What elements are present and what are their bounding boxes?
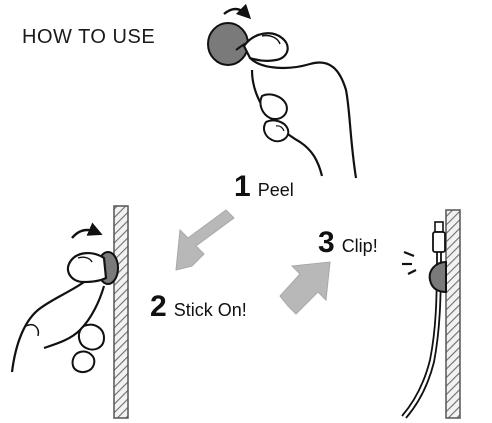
step-1-peel: 1 Peel <box>234 170 294 204</box>
cable-plug-icon <box>434 221 444 233</box>
peel-motion-arrow <box>223 3 252 20</box>
stick-hand-illustration <box>10 205 129 419</box>
stick-motion-arrow <box>71 222 103 239</box>
page-title: HOW TO USE <box>22 26 156 48</box>
step-number: 2 <box>150 290 167 323</box>
clip-cable-illustration <box>401 209 461 419</box>
adhesive-pad-icon <box>207 22 249 66</box>
step-number: 1 <box>234 170 251 203</box>
arrow-step1-to-step2-icon <box>175 209 235 271</box>
step-number: 3 <box>318 226 335 259</box>
step-label: Stick On! <box>173 300 247 320</box>
peel-hand-illustration <box>207 3 358 179</box>
step-3-clip: 3 Clip! <box>318 226 378 260</box>
step-label: Peel <box>257 180 294 200</box>
cable-clip-icon <box>428 260 447 294</box>
step-label: Clip! <box>341 236 378 256</box>
wall-right <box>445 209 461 419</box>
wall-left <box>113 205 129 419</box>
step-2-stick-on: 2 Stick On! <box>150 290 247 324</box>
arrow-step2-to-step3-icon <box>279 261 331 315</box>
